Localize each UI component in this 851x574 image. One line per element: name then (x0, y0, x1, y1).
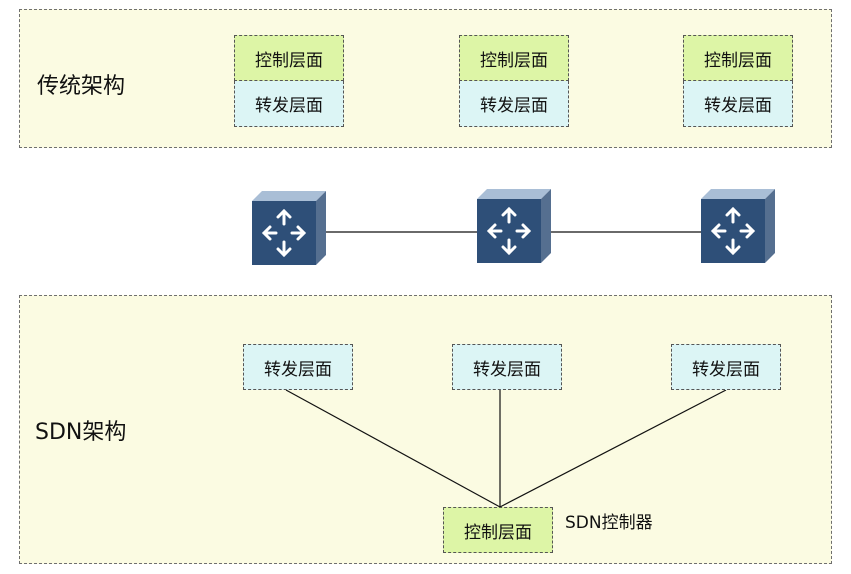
sdn-architecture-title: SDN架构 (35, 420, 127, 445)
sdn-forwarding-plane-box: 转发层面 (452, 344, 562, 390)
traditional-device-1: 控制层面 转发层面 (234, 35, 344, 127)
control-plane-box: 控制层面 (234, 35, 344, 81)
control-plane-box: 控制层面 (683, 35, 793, 81)
sdn-controller-label: SDN控制器 (565, 513, 653, 533)
sdn-forwarding-plane-box: 转发层面 (671, 344, 781, 390)
forwarding-plane-box: 转发层面 (459, 81, 569, 127)
router-switch-icon (252, 191, 326, 265)
router-switch-icon (477, 189, 551, 263)
sdn-architecture-panel: SDN架构 (19, 295, 832, 564)
traditional-device-3: 控制层面 转发层面 (683, 35, 793, 127)
sdn-forwarding-plane-box: 转发层面 (243, 344, 353, 390)
control-plane-box: 控制层面 (459, 35, 569, 81)
sdn-controller-plane-box: 控制层面 (443, 507, 553, 553)
forwarding-plane-box: 转发层面 (234, 81, 344, 127)
forwarding-plane-box: 转发层面 (683, 81, 793, 127)
control-link-line (499, 389, 727, 508)
control-link-line (285, 389, 501, 508)
router-switch-icon (701, 189, 775, 263)
traditional-device-2: 控制层面 转发层面 (459, 35, 569, 127)
traditional-architecture-title: 传统架构 (37, 74, 126, 99)
